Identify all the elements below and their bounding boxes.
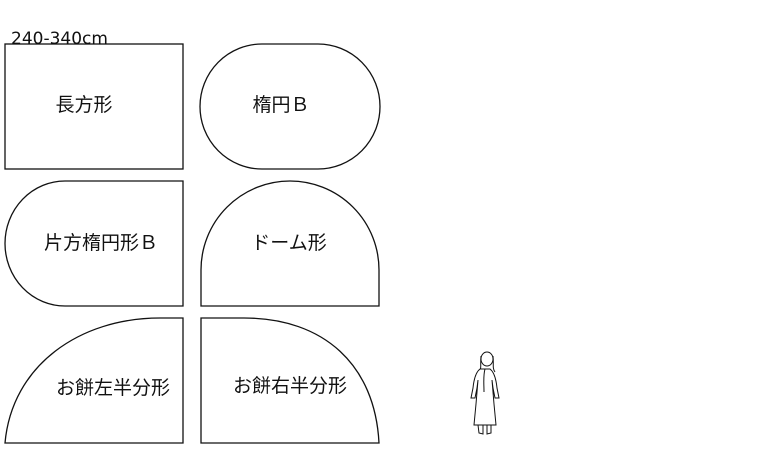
person-scale-figure	[470, 351, 500, 435]
shape-dome: ドーム形	[200, 180, 380, 307]
shape-label-half-ellipse-b: 片方楕円形Ｂ	[44, 232, 158, 254]
shape-half-ellipse-b: 片方楕円形Ｂ	[4, 180, 184, 307]
shape-label-ellipse-b: 楕円Ｂ	[252, 94, 309, 116]
shape-label-mochi-right-half: お餅右半分形	[233, 375, 347, 397]
shape-label-mochi-left-half: お餅左半分形	[56, 377, 170, 399]
shape-label-rectangle: 長方形	[55, 94, 112, 116]
shape-label-dome: ドーム形	[251, 232, 326, 254]
shape-ellipse-b: 楕円Ｂ	[199, 43, 381, 170]
shape-mochi-right-half: お餅右半分形	[200, 317, 380, 444]
shape-mochi-left-half: お餅左半分形	[4, 317, 184, 444]
shape-rectangle: 長方形	[4, 43, 184, 170]
